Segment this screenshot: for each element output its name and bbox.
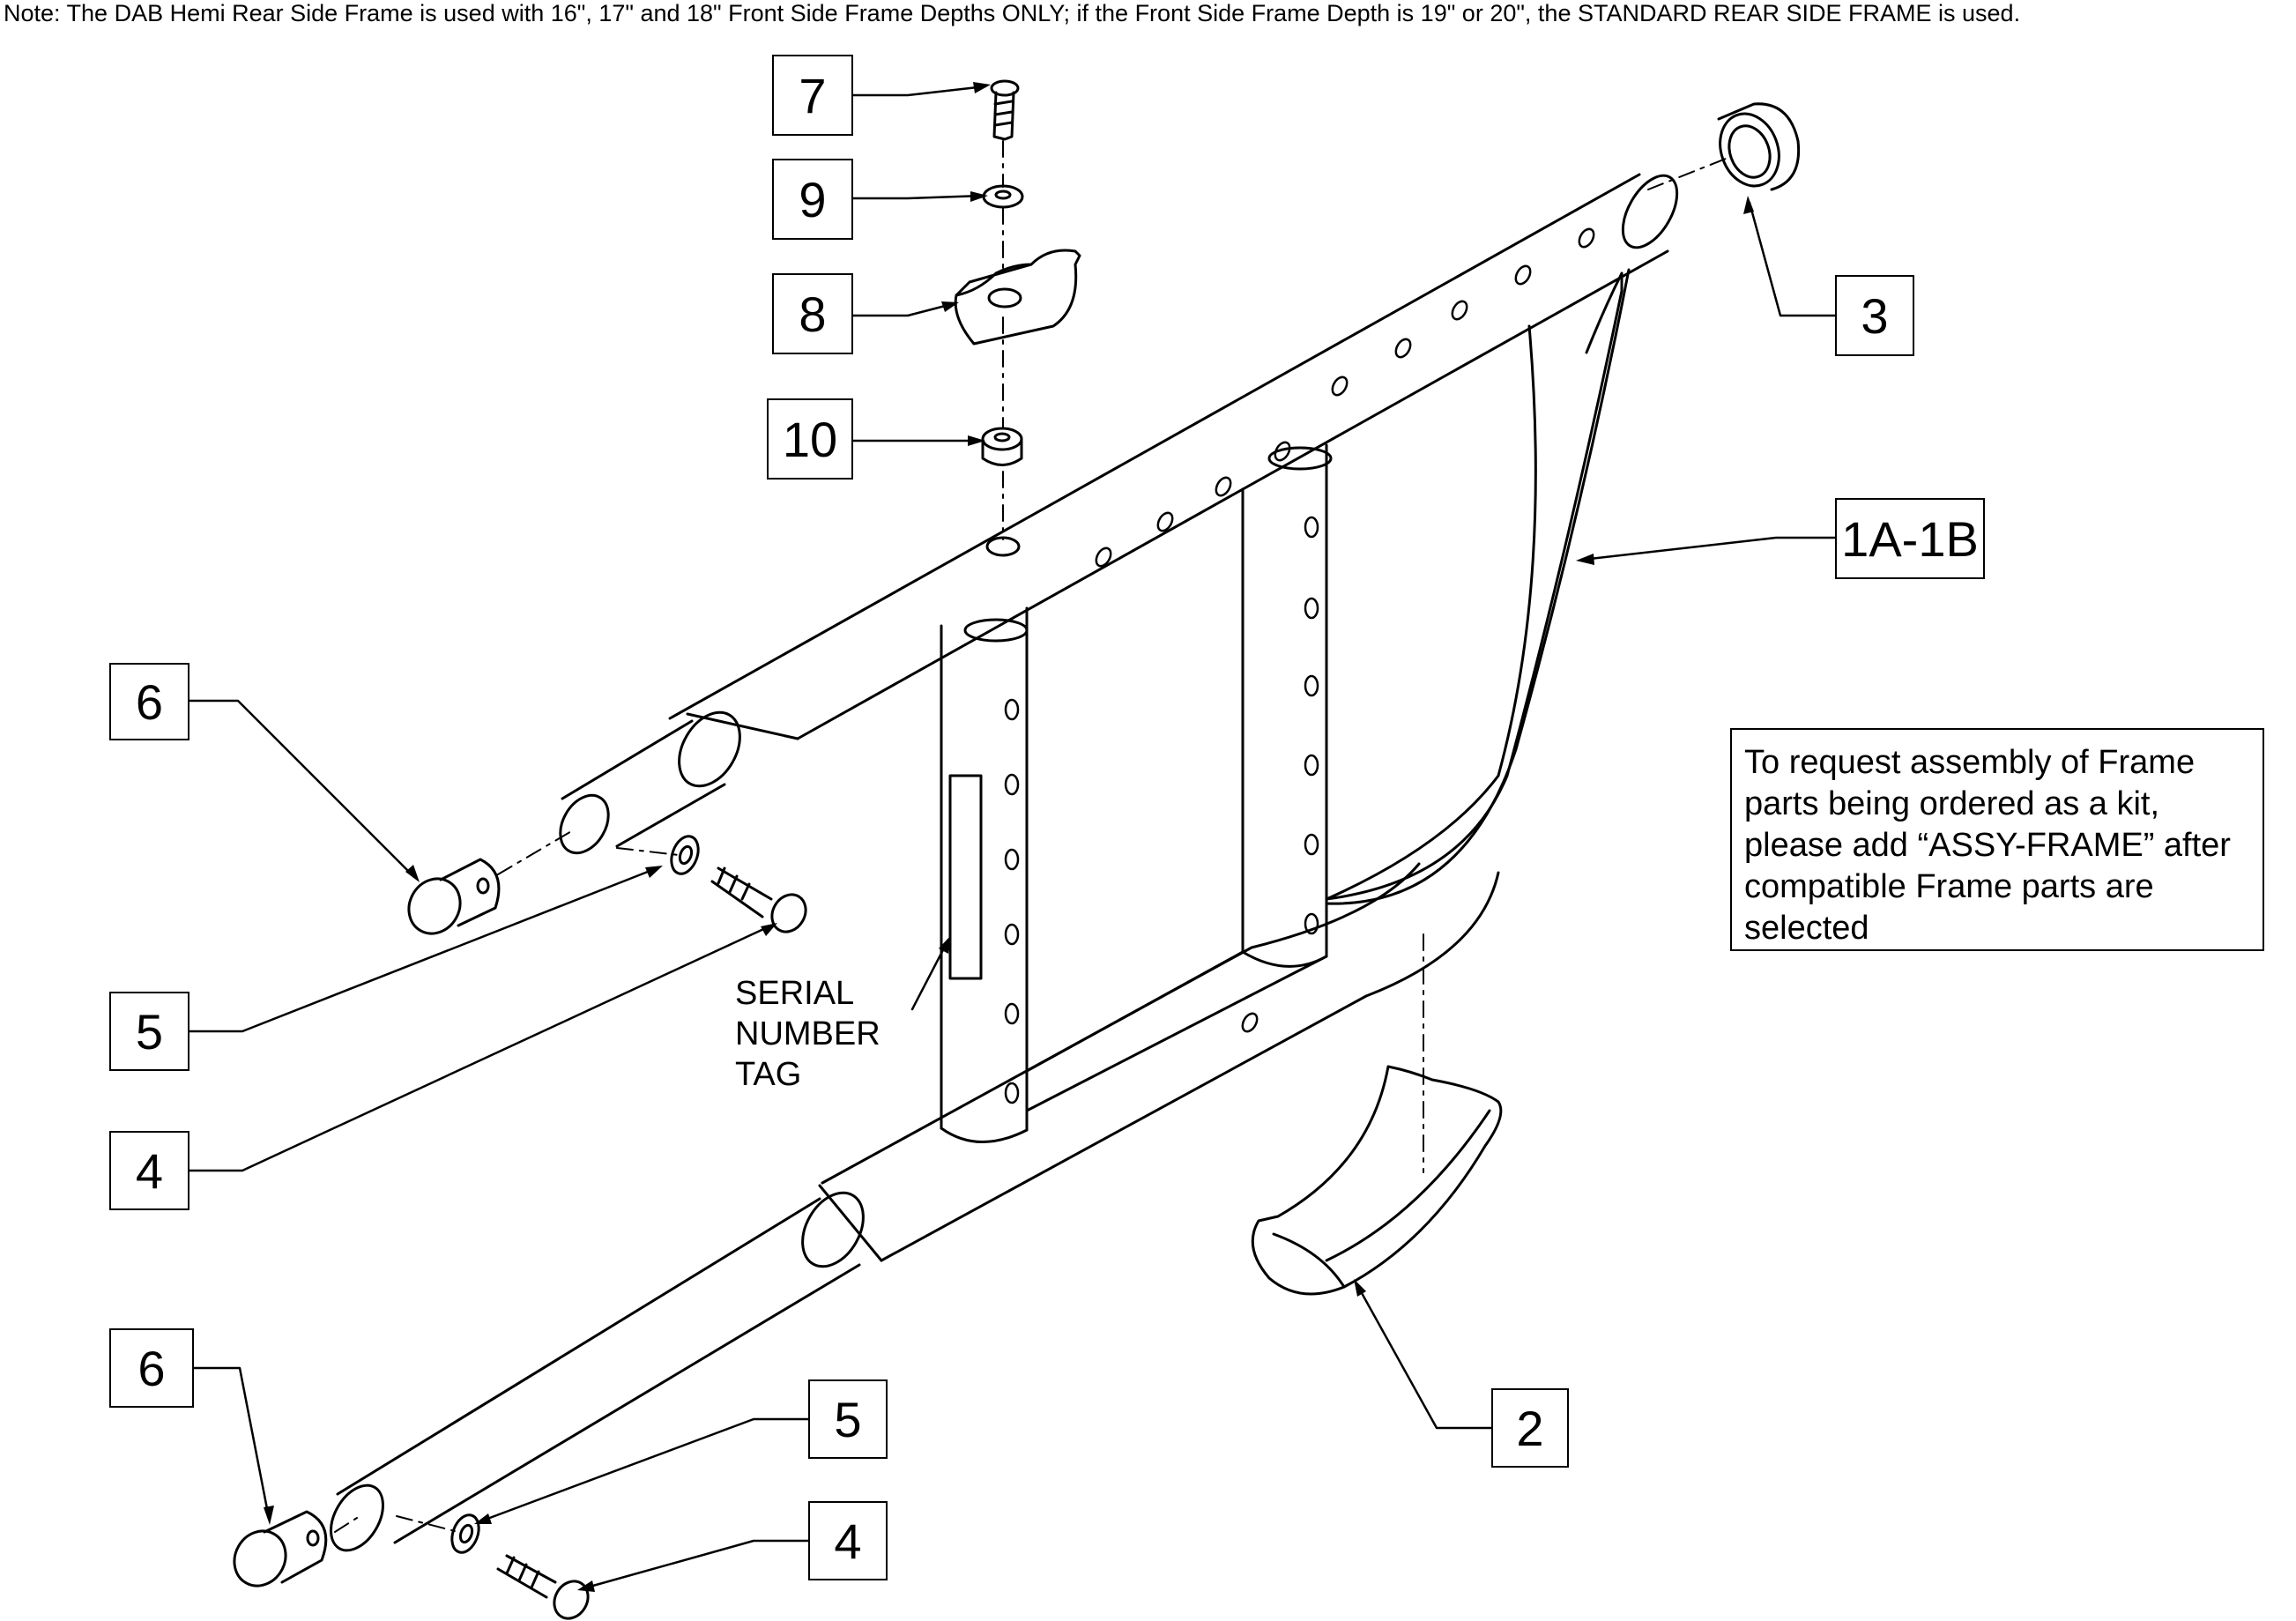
callout-6-upper[interactable]: 6	[109, 663, 189, 740]
washer-icon	[450, 1513, 480, 1554]
callout-6-lower[interactable]: 6	[109, 1328, 194, 1408]
info-line-5: selected	[1744, 910, 1869, 947]
info-line-2: parts being ordered as a kit,	[1744, 785, 2160, 822]
serial-label-line-1: SERIAL	[735, 975, 855, 1012]
bolt-icon	[710, 866, 807, 933]
bolt-icon	[496, 1554, 590, 1620]
armrest-pad-icon	[1251, 1065, 1503, 1296]
serial-label-line-3: TAG	[735, 1056, 802, 1093]
frame-holes-icon	[1004, 227, 1595, 1104]
callout-4-upper[interactable]: 4	[109, 1131, 189, 1210]
info-line-3: please add “ASSY-FRAME” after	[1744, 827, 2231, 864]
tube-plug-icon	[407, 858, 501, 935]
callout-1a-1b[interactable]: 1A-1B	[1835, 498, 1985, 579]
serial-number-tag-label: SERIAL NUMBER TAG	[735, 973, 881, 1095]
assembly-lines-icon	[334, 140, 1727, 1533]
arrowheads-icon	[264, 82, 1754, 1592]
callout-10[interactable]: 10	[767, 398, 853, 480]
callout-2[interactable]: 2	[1491, 1388, 1569, 1468]
callout-5-upper[interactable]: 5	[109, 992, 189, 1071]
washer-icon	[670, 835, 700, 875]
info-line-1: To request assembly of Frame	[1744, 744, 2196, 781]
callout-4-lower[interactable]: 4	[808, 1501, 888, 1580]
serial-label-line-2: NUMBER	[735, 1015, 881, 1052]
callout-3[interactable]: 3	[1835, 275, 1914, 356]
assembly-request-info-box: To request assembly of Frame parts being…	[1730, 728, 2264, 951]
tube-plug-icon	[233, 1510, 328, 1588]
side-frame-icon	[330, 173, 1679, 1552]
callout-8[interactable]: 8	[772, 273, 853, 354]
leader-lines-icon	[188, 85, 1837, 1590]
callout-5-lower[interactable]: 5	[808, 1379, 888, 1459]
serial-tag-plate-icon	[948, 774, 983, 980]
screw-icon	[990, 79, 1020, 141]
callout-7[interactable]: 7	[772, 55, 853, 136]
callout-9[interactable]: 9	[772, 159, 853, 240]
end-cap-icon	[1717, 102, 1801, 191]
bushing-icon	[981, 427, 1023, 466]
frame-usage-note: Note: The DAB Hemi Rear Side Frame is us…	[4, 0, 2021, 26]
info-line-4: compatible Frame parts are	[1744, 868, 2154, 905]
washer-icon	[982, 184, 1024, 209]
clamp-icon	[954, 249, 1081, 346]
